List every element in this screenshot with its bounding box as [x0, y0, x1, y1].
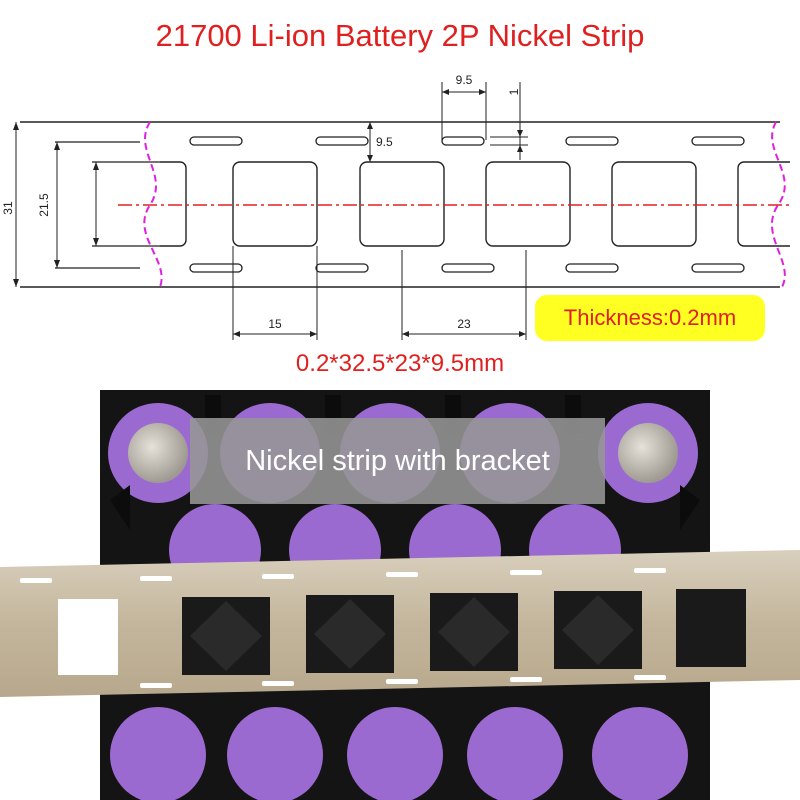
- bracket-diamonds: [190, 595, 634, 671]
- dim-hole-width-label: 15: [268, 317, 282, 331]
- dim-slot-length: 9.5: [441, 73, 487, 140]
- dim-pitch: 23: [401, 250, 527, 340]
- dim-inner-width: 21.5: [37, 142, 60, 268]
- dim-cut-height: [93, 162, 99, 246]
- hole-4: [611, 161, 697, 247]
- photo-caption: Nickel strip with bracket: [190, 418, 605, 504]
- slots-bottom: [189, 263, 745, 273]
- dim-slot-length-label: 9.5: [456, 73, 473, 87]
- dim-total-width-label: 31: [1, 201, 15, 215]
- partial-hole-right: [737, 161, 790, 247]
- slots-top: [189, 136, 745, 146]
- dim-inner-width-label: 21.5: [37, 193, 51, 217]
- strip-drawing: 31 21.5: [1, 73, 790, 340]
- dim-slot-width-label: 1: [507, 88, 521, 95]
- dim-pitch-label: 23: [457, 317, 471, 331]
- dim-slot-offset: 9.5: [367, 122, 393, 162]
- hole-1: [232, 161, 318, 247]
- cutline-right: [771, 121, 786, 288]
- partial-hole-left: [160, 161, 187, 247]
- nickel-slots: [20, 568, 666, 688]
- cutline-left: [143, 121, 163, 288]
- dim-slot-width: 1: [490, 82, 528, 160]
- page-title: 21700 Li-ion Battery 2P Nickel Strip: [155, 18, 645, 53]
- spec-label: 0.2*32.5*23*9.5mm: [295, 350, 505, 377]
- hole-2: [359, 161, 445, 247]
- dim-slot-offset-label: 9.5: [376, 135, 393, 149]
- cells-bottom-row: [110, 707, 688, 800]
- dim-hole-width: 15: [232, 246, 318, 340]
- thickness-badge: Thickness:0.2mm: [535, 295, 765, 341]
- hole-3: [485, 161, 571, 247]
- dim-total-width: 31: [1, 122, 19, 287]
